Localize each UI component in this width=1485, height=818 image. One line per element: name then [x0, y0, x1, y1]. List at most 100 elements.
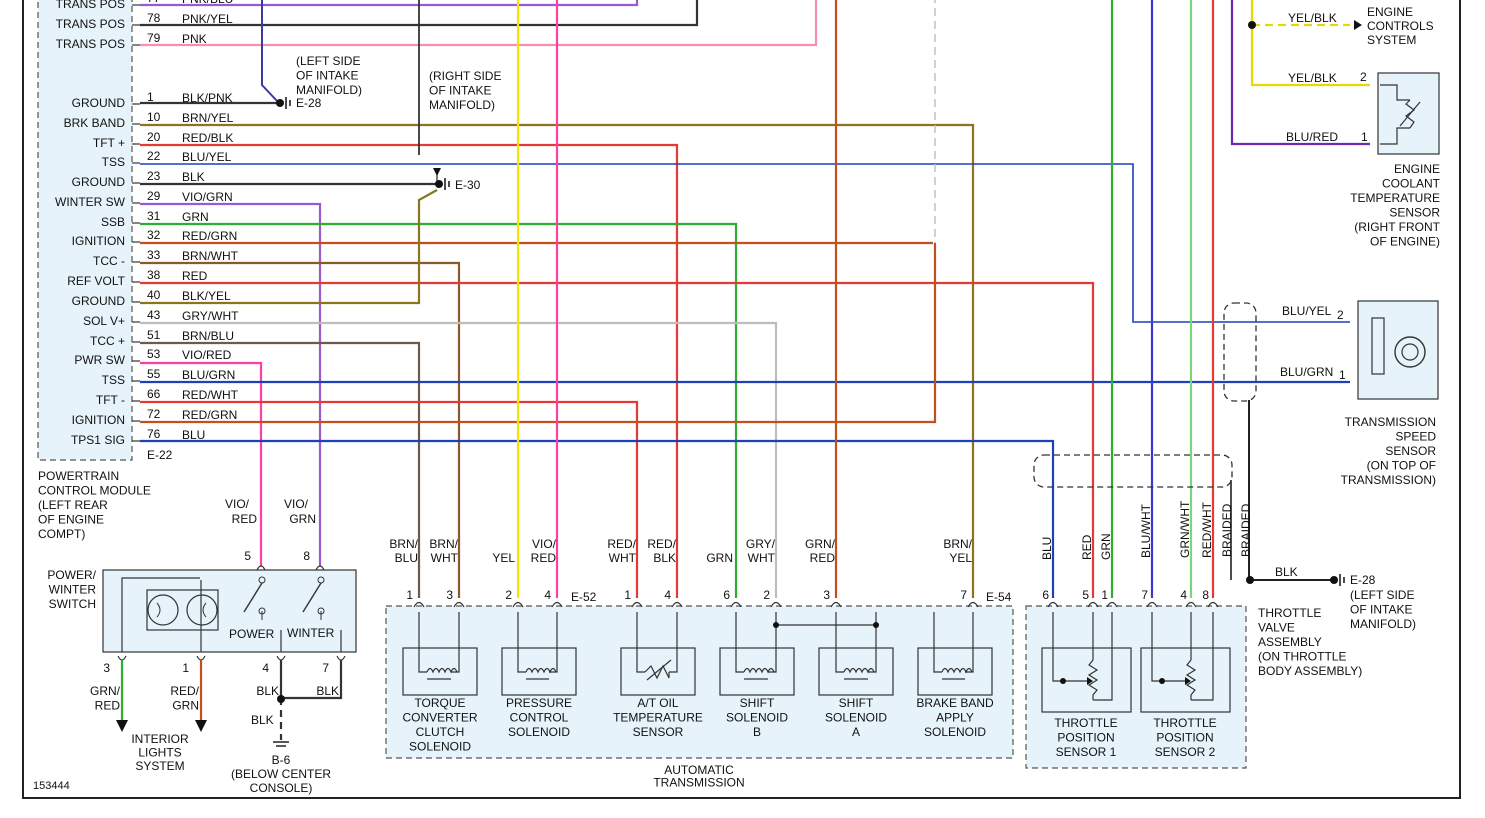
interior-lbl-line: LIGHTS: [138, 746, 181, 760]
wire-brn-wht: [140, 261, 461, 598]
ect-pin2-num: 2: [1360, 70, 1367, 84]
switch-bottom-pin: 7: [322, 661, 329, 675]
pcm-wire-color: BRN/WHT: [182, 249, 239, 263]
wire-braided-blk: [1248, 400, 1335, 581]
tss-caption-line: SPEED: [1395, 430, 1436, 444]
ground-b6-note: (BELOW CENTER: [231, 767, 331, 781]
pcm-pin-name: REF VOLT: [67, 274, 125, 288]
diagram-frame: [22, 0, 1461, 799]
pcm-pin-name: TSS: [102, 373, 125, 387]
pcm-pin-number: 78: [147, 11, 161, 25]
lamp-icon: [186, 594, 218, 626]
tss-caption-line: SENSOR: [1385, 444, 1436, 458]
pcm-wire-color: BRN/YEL: [182, 111, 234, 125]
trans-wire-color: RED: [531, 551, 557, 565]
ect-internal: [1380, 84, 1410, 101]
ground-b6-note: CONSOLE): [250, 781, 313, 795]
pcm-pin-number: 55: [147, 367, 161, 381]
tps-pin: 5: [1082, 588, 1089, 602]
solenoid-box: [719, 647, 795, 696]
pcm-wire-color: RED/BLK: [182, 131, 233, 145]
pcm-pin-name: PWR SW: [74, 353, 125, 367]
tss-gear-icon: [1394, 336, 1426, 368]
wires: [140, 0, 1370, 598]
pcm-wire-color: RED/GRN: [182, 408, 237, 422]
pcm-pin-number: 31: [147, 209, 161, 223]
tps-wire-color: GRN: [1099, 533, 1113, 560]
tps-pin: 1: [1101, 588, 1108, 602]
tss-pin2-color: BLU/YEL: [1282, 304, 1332, 318]
trans-pin: 7: [960, 588, 967, 602]
wire-red: [140, 281, 1095, 598]
automatic-transmission-box: [385, 605, 1014, 759]
trans-component-label: A/T OIL: [637, 696, 678, 710]
switch-bottom-pin: 3: [103, 661, 110, 675]
pcm-connector-id: E-22: [147, 448, 173, 462]
switch-top-color: VIO/: [284, 497, 309, 511]
e28l-note-line: (LEFT SIDE: [296, 54, 360, 68]
pcm-pin-name: TSS: [102, 155, 125, 169]
tps-pin: 7: [1141, 588, 1148, 602]
tps-caption-line: ASSEMBLY: [1258, 635, 1322, 649]
trans-component-label: SENSOR: [633, 725, 684, 739]
tps-caption-line: BODY ASSEMBLY): [1258, 664, 1362, 678]
switch-bottom-color: BLK: [256, 684, 279, 698]
pcm-pin-name: TRANS POS: [56, 17, 125, 31]
pcm-pin-name: TCC -: [93, 254, 125, 268]
pcm-pin-number: 22: [147, 149, 161, 163]
ecs-lbl-line: CONTROLS: [1367, 19, 1434, 33]
switch-top-pin: 5: [244, 549, 251, 563]
switch-bottom-color: RED/: [170, 684, 199, 698]
ground-e28-left-id: E-28: [296, 96, 322, 110]
trans-wire-color: BLU: [395, 551, 418, 565]
pcm-pin-number: 10: [147, 110, 161, 124]
thermistor-icon: [644, 664, 670, 680]
trans-component-label: SHIFT: [740, 696, 775, 710]
switch-bottom-color: RED: [95, 699, 121, 713]
tss-coil-icon: [1371, 317, 1385, 375]
trans-pin: 2: [505, 588, 512, 602]
switch-top-color: RED: [232, 512, 258, 526]
tps-caption-line: VALVE: [1258, 621, 1295, 635]
tps-wire-color: RED/WHT: [1200, 501, 1214, 558]
switch-bottom-color: BLK: [316, 684, 339, 698]
pcm-pin-name: IGNITION: [72, 413, 125, 427]
ect-pin2-color: YEL/BLK: [1288, 71, 1337, 85]
coil-icon: [743, 667, 775, 680]
trans-wire-color: GRN/: [805, 537, 836, 551]
interior-lbl-line: SYSTEM: [135, 759, 184, 773]
ect-caption-line: SENSOR: [1389, 206, 1440, 220]
switch-top-color: VIO/: [225, 497, 250, 511]
pcm-pin-number: 72: [147, 407, 161, 421]
tps-caption-line: (ON THROTTLE: [1258, 650, 1346, 664]
tss-shield: [1223, 302, 1257, 402]
switch-title-line: SWITCH: [49, 597, 96, 611]
tss-pin1-num: 1: [1339, 368, 1346, 382]
pcm-wire-color: RED/GRN: [182, 229, 237, 243]
trans-component-label: SOLENOID: [726, 711, 788, 725]
braided-label-1: BRAIDED: [1220, 503, 1234, 557]
transmission-components: TORQUECONVERTERCLUTCHSOLENOIDPRESSURECON…: [402, 612, 994, 754]
trans-wire-color: GRY/: [746, 537, 776, 551]
pcm-pin-name: GROUND: [72, 294, 126, 308]
wire-red-wht: [140, 400, 639, 598]
e28r-note-line: MANIFOLD): [1350, 617, 1416, 631]
ect-caption-line: TEMPERATURE: [1350, 191, 1440, 205]
switch-bottom-color: GRN/: [90, 684, 121, 698]
pcm-pin-name: WINTER SW: [55, 195, 126, 209]
tps1-label: SENSOR 1: [1056, 745, 1117, 759]
pcm-pin-name: GROUND: [72, 96, 126, 110]
wire-grn: [140, 222, 738, 598]
tss-caption-line: TRANSMISSION: [1345, 415, 1436, 429]
pcm-pin-number: 53: [147, 347, 161, 361]
trans-component-label: TORQUE: [414, 696, 465, 710]
switch-top-pin: 8: [303, 549, 310, 563]
trans-pin: 1: [624, 588, 631, 602]
switch-blk-lower: BLK: [251, 713, 274, 727]
switch-winter-label: WINTER: [287, 626, 335, 640]
